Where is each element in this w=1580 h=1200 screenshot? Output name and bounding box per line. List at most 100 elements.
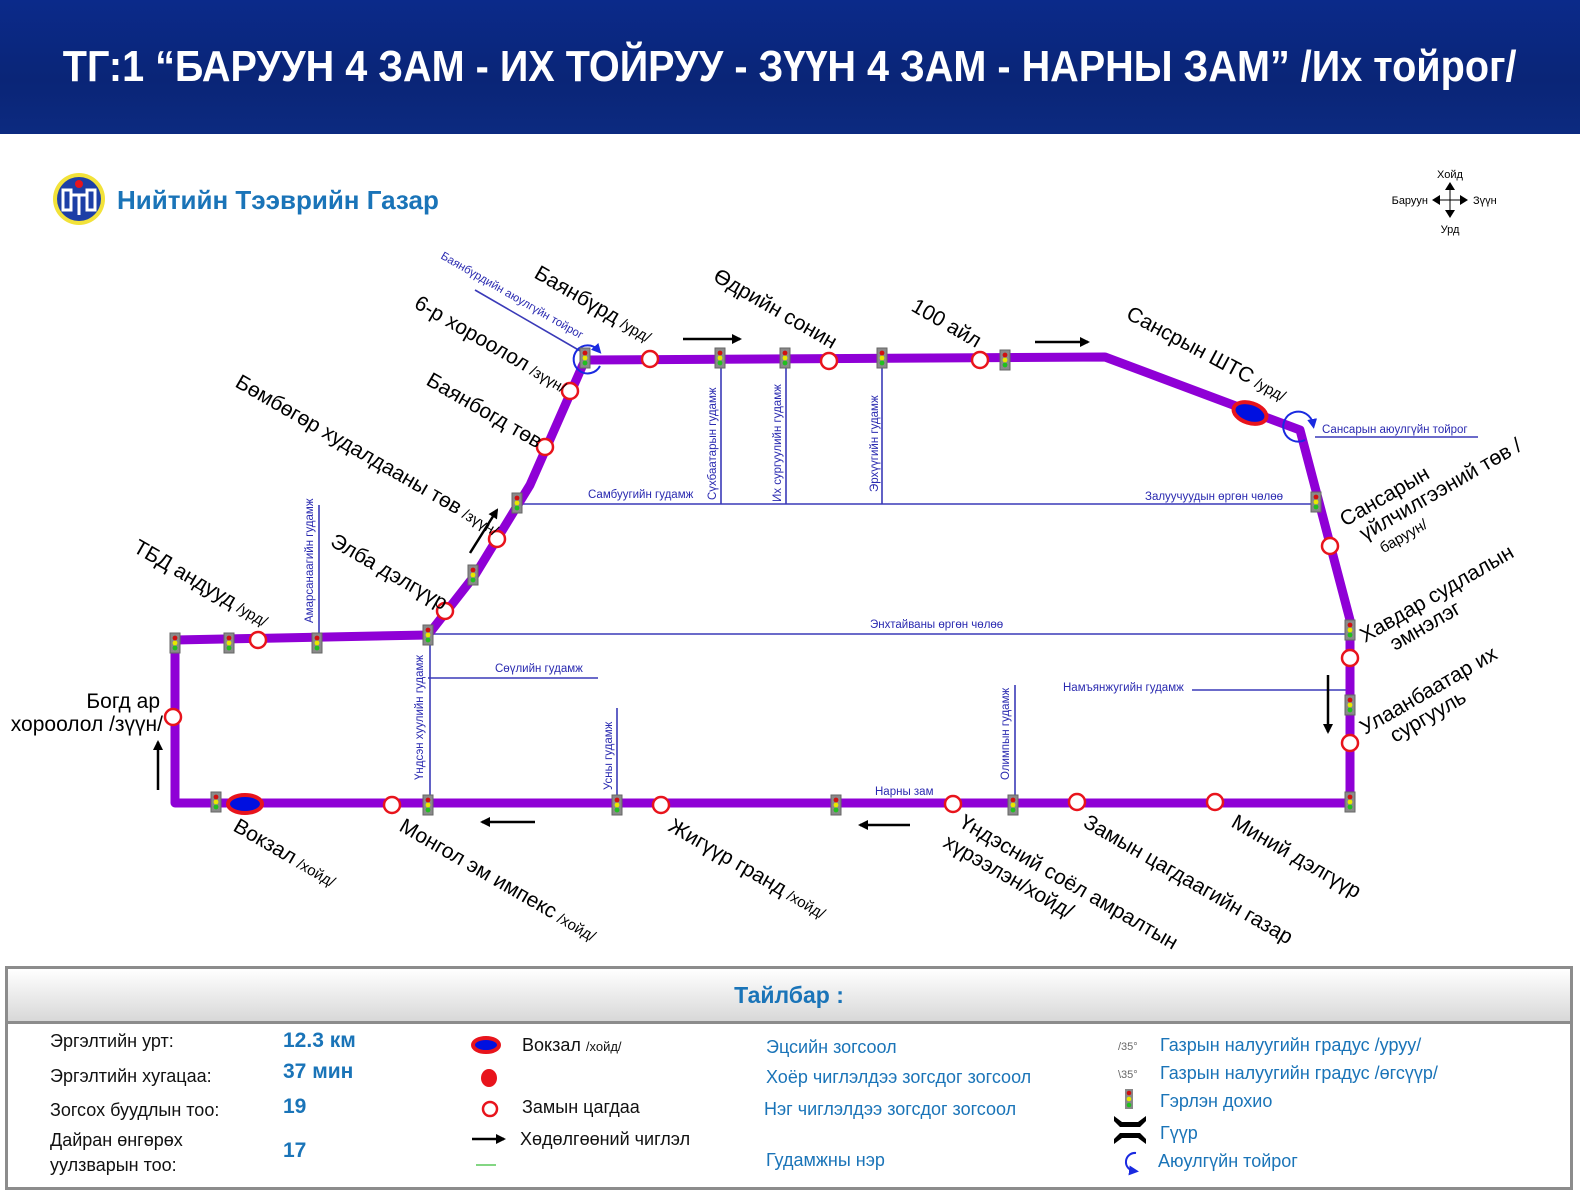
traffic-light-icon <box>422 794 434 816</box>
organization-name: Нийтийн Тээврийн Газар <box>117 185 439 215</box>
stat-value: 17 <box>283 1139 307 1162</box>
traffic-light-icon <box>1344 791 1356 813</box>
traffic-light-icon <box>999 349 1011 371</box>
street-label: Эрхүүгийн гудамж <box>869 395 881 492</box>
legend-roundabout: Аюулгүйн тойрог <box>1158 1151 1298 1171</box>
streets <box>318 289 1478 805</box>
bus-stop-marker <box>248 630 268 650</box>
traffic-light-icon <box>1344 619 1356 641</box>
bus-stop-marker <box>1340 733 1360 753</box>
traffic-light-icon <box>1344 694 1356 716</box>
street-label: Их сургуулийн гудамж <box>772 384 784 502</box>
traffic-light-icon <box>210 791 222 813</box>
station-label: хороолол /зүүн/ <box>11 713 163 736</box>
stat-label: Зогсох буудлын тоо: <box>50 1100 220 1120</box>
traffic-light-icon <box>169 632 181 654</box>
legend-panel: Тайлбар : Эргэлтийн урт: 12.3 км Эргэлти… <box>5 966 1573 1190</box>
legend-slope-down: Газрын налуугийн градус /уруу/ <box>1160 1035 1422 1055</box>
traffic-light-icon <box>714 347 726 369</box>
street-label: Залуучуудын өргөн чөлөө <box>1145 491 1283 503</box>
street-label: Энхтайваны өргөн чөлөө <box>870 619 1003 631</box>
legend-symbols <box>471 1036 506 1166</box>
traffic-light-icon <box>830 794 842 816</box>
traffic-light-icon <box>1007 794 1019 816</box>
compass-west: Баруун <box>1392 195 1428 207</box>
bus-stop-marker <box>435 601 455 621</box>
slope-up-mark: \35° <box>1118 1069 1138 1081</box>
stat-value: 19 <box>283 1095 307 1118</box>
stat-value: 37 мин <box>283 1060 354 1083</box>
traffic-light-icon <box>579 347 591 369</box>
compass-south: Урд <box>1441 224 1460 236</box>
station-label: Вокзал/хойд/ <box>230 814 342 892</box>
street-label: Усны гудамж <box>603 721 615 790</box>
bus-stop-marker <box>1205 792 1225 812</box>
legend-title: Тайлбар : <box>8 969 1570 1024</box>
legend-icons <box>1114 1089 1146 1176</box>
traffic-light-icon <box>223 632 235 654</box>
bus-stop-marker <box>651 795 671 815</box>
station-label: 100 айл <box>908 294 986 352</box>
direction-arrows <box>153 334 1333 830</box>
bus-stop-marker <box>1320 536 1340 556</box>
compass-east: Зүүн <box>1473 195 1497 207</box>
bridge-icon <box>1114 1116 1146 1144</box>
stat-label: Дайран өнгөрөх <box>50 1130 183 1150</box>
street-label: Самбуугийн гудамж <box>588 489 694 501</box>
station-label: Миний дэлгүүр <box>1228 810 1365 903</box>
traffic-light-icon <box>779 347 791 369</box>
stat-label: Эргэлтийн хугацаа: <box>50 1066 212 1086</box>
stat-label: уулзварын тоо: <box>50 1155 177 1175</box>
bus-stop-marker <box>560 381 580 401</box>
legend-traffic-light: Гэрлэн дохио <box>1160 1091 1273 1111</box>
bus-stop-marker <box>1340 648 1360 668</box>
roundabout-icon <box>1282 410 1318 443</box>
legend-final-stop: Эцсийн зогсоол <box>766 1037 897 1057</box>
bus-stop-marker <box>535 437 555 457</box>
route-title: ТГ:1 “БАРУУН 4 ЗАМ - ИХ ТОЙРУУ - ЗҮҮН 4 … <box>63 42 1517 91</box>
legend-bridge: Гүүр <box>1160 1123 1198 1143</box>
traffic-light-icon <box>511 492 523 514</box>
stat-label: Эргэлтийн урт: <box>50 1031 174 1051</box>
station-label: Элба дэлгүүр <box>327 529 452 614</box>
arrow-northeast-icon <box>468 508 499 554</box>
traffic-light-icon <box>467 564 479 586</box>
station-label: Богд ар <box>86 690 160 713</box>
legend-street-name: Гудамжны нэр <box>766 1150 885 1170</box>
station-label: ТБД андууд/урд/ <box>130 535 274 631</box>
traffic-light-icon <box>1310 491 1322 513</box>
traffic-light-icon <box>311 632 323 654</box>
terminal-icon <box>471 1036 501 1054</box>
station-label: Монгол эм импекс/хойд/ <box>396 814 602 946</box>
compass-north: Хойд <box>1437 169 1463 181</box>
legend-one-way-stop: Нэг чиглэлдээ зогсдог зогсоол <box>764 1099 1017 1119</box>
street-label: Сүхбаатарын гудамж <box>707 387 719 500</box>
traffic-light-icon <box>1125 1089 1133 1109</box>
bus-stop-marker <box>943 794 963 814</box>
organization-logo <box>53 173 105 225</box>
route-line <box>170 352 1355 808</box>
street-label: Амарсанаагийн гудамж <box>304 498 316 623</box>
bus-stop-marker <box>819 351 839 371</box>
street-label: Нарны зам <box>875 786 934 798</box>
street-label: Сөүлийн гудамж <box>495 663 583 675</box>
traffic-light-icon <box>611 794 623 816</box>
street-label: Үндсэн хуулийн гудамж <box>414 655 426 780</box>
bus-stop-marker <box>1067 792 1087 812</box>
station-label: Баянбогд төв <box>423 368 547 453</box>
station-label: Жигүүр гранд/хойд/ <box>665 814 832 923</box>
station-label: Үндэсний соёл амралтын <box>956 810 1182 954</box>
bus-stop-marker <box>382 795 402 815</box>
terminal-vokzal-icon <box>226 793 264 815</box>
street-label: Сансарын аюулгүйн тойрог <box>1322 424 1468 436</box>
station-label: Баянбүрд/урд/ <box>531 261 657 347</box>
legend-police: Замын цагдаа <box>522 1097 640 1117</box>
legend-terminal-note: /хойд/ <box>585 1039 622 1054</box>
bayanburd-roundabout-pointer <box>474 289 583 353</box>
police-stop-icon <box>481 1100 499 1118</box>
legend-direction: Хөдөлгөөний чиглэл <box>520 1129 691 1149</box>
route-map: Нийтийн Тээврийн Газар Хойд Урд Баруун З… <box>11 169 1526 954</box>
compass-icon <box>1432 182 1468 218</box>
bus-stop-marker <box>970 350 990 370</box>
bus-stop-marker <box>640 349 660 369</box>
